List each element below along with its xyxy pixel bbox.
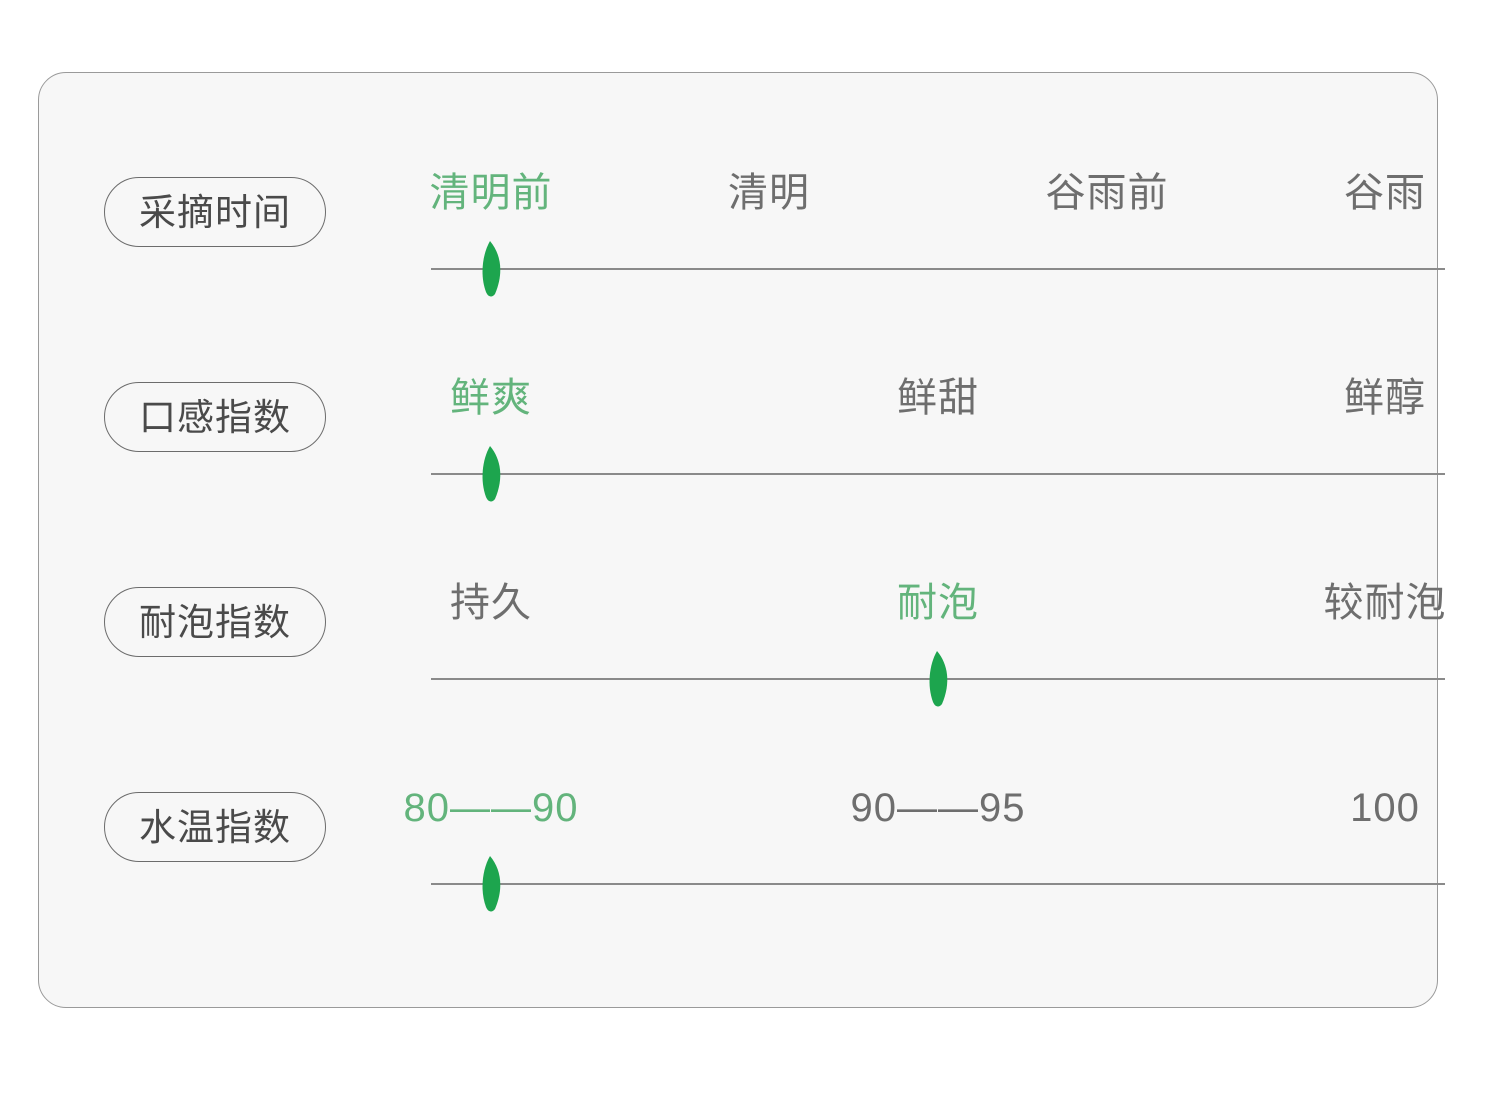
slider-track[interactable] <box>431 268 1445 270</box>
tea-attributes-card: 采摘时间 清明前 清明 谷雨前 谷雨口感指数 鲜爽 鲜甜 鲜醇耐泡指数 持久 耐泡 较耐泡水温指数 8… <box>38 72 1446 1008</box>
slider-option-label[interactable]: 鲜爽 <box>450 376 532 420</box>
slider-tick-labels: 清明前 清明 谷雨前 谷雨 <box>393 171 1426 253</box>
slider[interactable]: 清明前 清明 谷雨前 谷雨 <box>393 171 1445 323</box>
slider-tick-labels: 持久 耐泡 较耐泡 <box>393 581 1446 663</box>
slider-leaf-handle[interactable] <box>477 445 505 503</box>
slider-track[interactable] <box>431 883 1445 885</box>
slider-row: 采摘时间 清明前 清明 谷雨前 谷雨 <box>39 171 1445 323</box>
slider[interactable]: 80——90 90——95 100 <box>393 786 1445 938</box>
slider-option-label[interactable]: 谷雨前 <box>1045 171 1169 215</box>
row-label-pill: 水温指数 <box>104 792 326 862</box>
slider-option-label[interactable]: 清明前 <box>429 171 553 215</box>
slider-row-list: 采摘时间 清明前 清明 谷雨前 谷雨口感指数 鲜爽 鲜甜 鲜醇耐泡指数 持久 耐泡 较耐泡水温指数 8… <box>39 73 1446 1007</box>
row-label-text: 耐泡指数 <box>139 601 291 643</box>
slider-row: 耐泡指数 持久 耐泡 较耐泡 <box>39 581 1446 733</box>
slider-option-label[interactable]: 100 <box>1350 786 1420 830</box>
row-label-text: 口感指数 <box>139 396 291 438</box>
slider-option-label[interactable]: 鲜醇 <box>1344 376 1426 420</box>
slider-option-label[interactable]: 鲜甜 <box>897 376 979 420</box>
slider-option-label[interactable]: 清明 <box>728 171 810 215</box>
slider-row: 口感指数 鲜爽 鲜甜 鲜醇 <box>39 376 1445 528</box>
slider[interactable]: 鲜爽 鲜甜 鲜醇 <box>393 376 1445 528</box>
slider-option-label[interactable]: 耐泡 <box>897 581 979 625</box>
row-label-pill: 口感指数 <box>104 382 326 452</box>
slider[interactable]: 持久 耐泡 较耐泡 <box>393 581 1446 733</box>
slider-row: 水温指数 80——90 90——95 100 <box>39 786 1445 938</box>
slider-option-label[interactable]: 持久 <box>450 581 532 625</box>
row-label-text: 水温指数 <box>139 806 291 848</box>
slider-leaf-handle[interactable] <box>924 650 952 708</box>
slider-tick-labels: 80——90 90——95 100 <box>393 786 1419 868</box>
slider-leaf-handle[interactable] <box>477 240 505 298</box>
slider-tick-labels: 鲜爽 鲜甜 鲜醇 <box>393 376 1425 458</box>
slider-option-label[interactable]: 谷雨 <box>1344 171 1426 215</box>
row-label-text: 采摘时间 <box>139 191 291 233</box>
row-label-pill: 采摘时间 <box>104 177 326 247</box>
slider-option-label[interactable]: 较耐泡 <box>1323 581 1447 625</box>
slider-track[interactable] <box>431 473 1445 475</box>
row-label-pill: 耐泡指数 <box>104 587 326 657</box>
slider-leaf-handle[interactable] <box>477 855 505 913</box>
slider-option-label[interactable]: 90——95 <box>850 786 1026 830</box>
slider-option-label[interactable]: 80——90 <box>403 786 579 830</box>
